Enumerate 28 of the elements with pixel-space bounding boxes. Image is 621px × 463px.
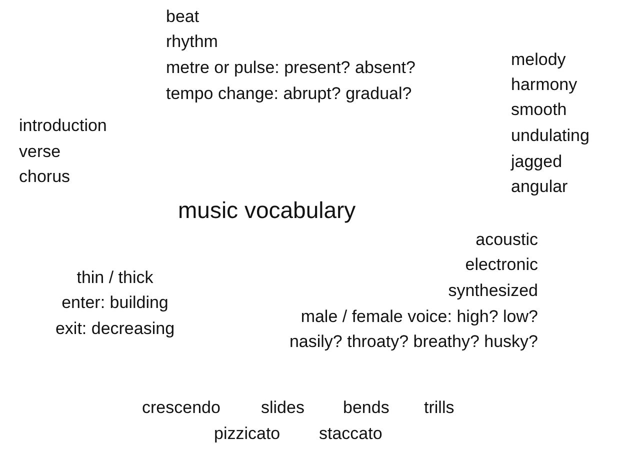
vocabulary-term: thin / thick (76, 267, 154, 289)
vocabulary-term: chorus (19, 166, 70, 188)
vocabulary-term: angular (511, 176, 568, 198)
vocabulary-term: synthesized (448, 280, 538, 302)
vocabulary-term: harmony (511, 74, 578, 96)
vocabulary-term: male / female voice: high? low? (300, 306, 538, 328)
vocabulary-term: verse (19, 141, 61, 163)
vocabulary-term: bends (343, 397, 390, 419)
vocabulary-term: pizzicato (214, 423, 280, 445)
vocabulary-term: jagged (511, 151, 562, 173)
vocabulary-term: exit: decreasing (55, 318, 175, 340)
vocabulary-term: crescendo (142, 397, 220, 419)
vocabulary-term: acoustic (476, 229, 538, 251)
vocabulary-term: rhythm (166, 31, 218, 53)
vocabulary-term: enter: building (62, 292, 168, 314)
vocabulary-term: undulating (511, 125, 590, 147)
vocabulary-term: beat (166, 6, 200, 28)
vocabulary-term: metre or pulse: present? absent? (166, 57, 416, 79)
diagram-title: music vocabulary (178, 196, 356, 225)
vocabulary-term: tempo change: abrupt? gradual? (166, 83, 412, 105)
vocabulary-term: trills (424, 397, 454, 419)
vocabulary-term: electronic (465, 254, 538, 276)
vocabulary-term: nasily? throaty? breathy? husky? (289, 331, 538, 353)
vocabulary-term: staccato (319, 423, 382, 445)
vocabulary-term: slides (261, 397, 304, 419)
vocabulary-term: introduction (19, 115, 107, 137)
vocabulary-term: melody (511, 49, 566, 71)
vocabulary-term: smooth (511, 99, 567, 121)
